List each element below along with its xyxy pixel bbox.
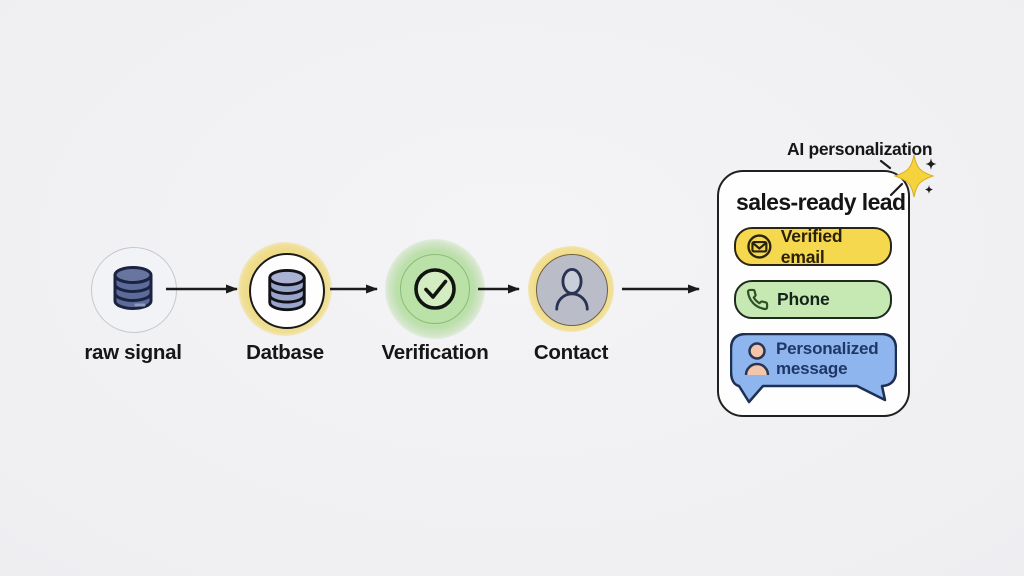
- chat-bubble-shape: [729, 332, 898, 404]
- contact-circle: [536, 254, 608, 326]
- person-icon: [555, 268, 589, 311]
- database-icon: [268, 268, 306, 312]
- database-circle: [249, 253, 325, 329]
- lead-card: sales-ready lead Verified email Phone: [717, 170, 910, 417]
- card-title: sales-ready lead: [736, 189, 906, 215]
- badge-label: Phone: [777, 289, 830, 309]
- badge-label: Verified email: [780, 225, 843, 267]
- person-chat-icon: [744, 342, 770, 376]
- phone-icon: [746, 288, 769, 311]
- check-circle-icon: [414, 268, 456, 310]
- stage-label: Contact: [533, 341, 609, 364]
- verification-circle: [396, 250, 474, 328]
- database-icon: [113, 266, 153, 310]
- sparkle-icon: [879, 154, 937, 198]
- ai-personalization-label: AI personalization: [787, 139, 933, 159]
- personalized-message-bubble: Personalized message: [729, 332, 898, 407]
- stage-label: raw signal: [84, 341, 182, 364]
- stage-label: Verification: [381, 341, 489, 364]
- verified-email-badge: Verified email: [734, 225, 892, 267]
- bubble-label: Personalized message: [776, 339, 879, 378]
- stage-label: Datbase: [246, 341, 324, 364]
- envelope-check-icon: [747, 234, 772, 259]
- phone-badge: Phone: [734, 280, 892, 319]
